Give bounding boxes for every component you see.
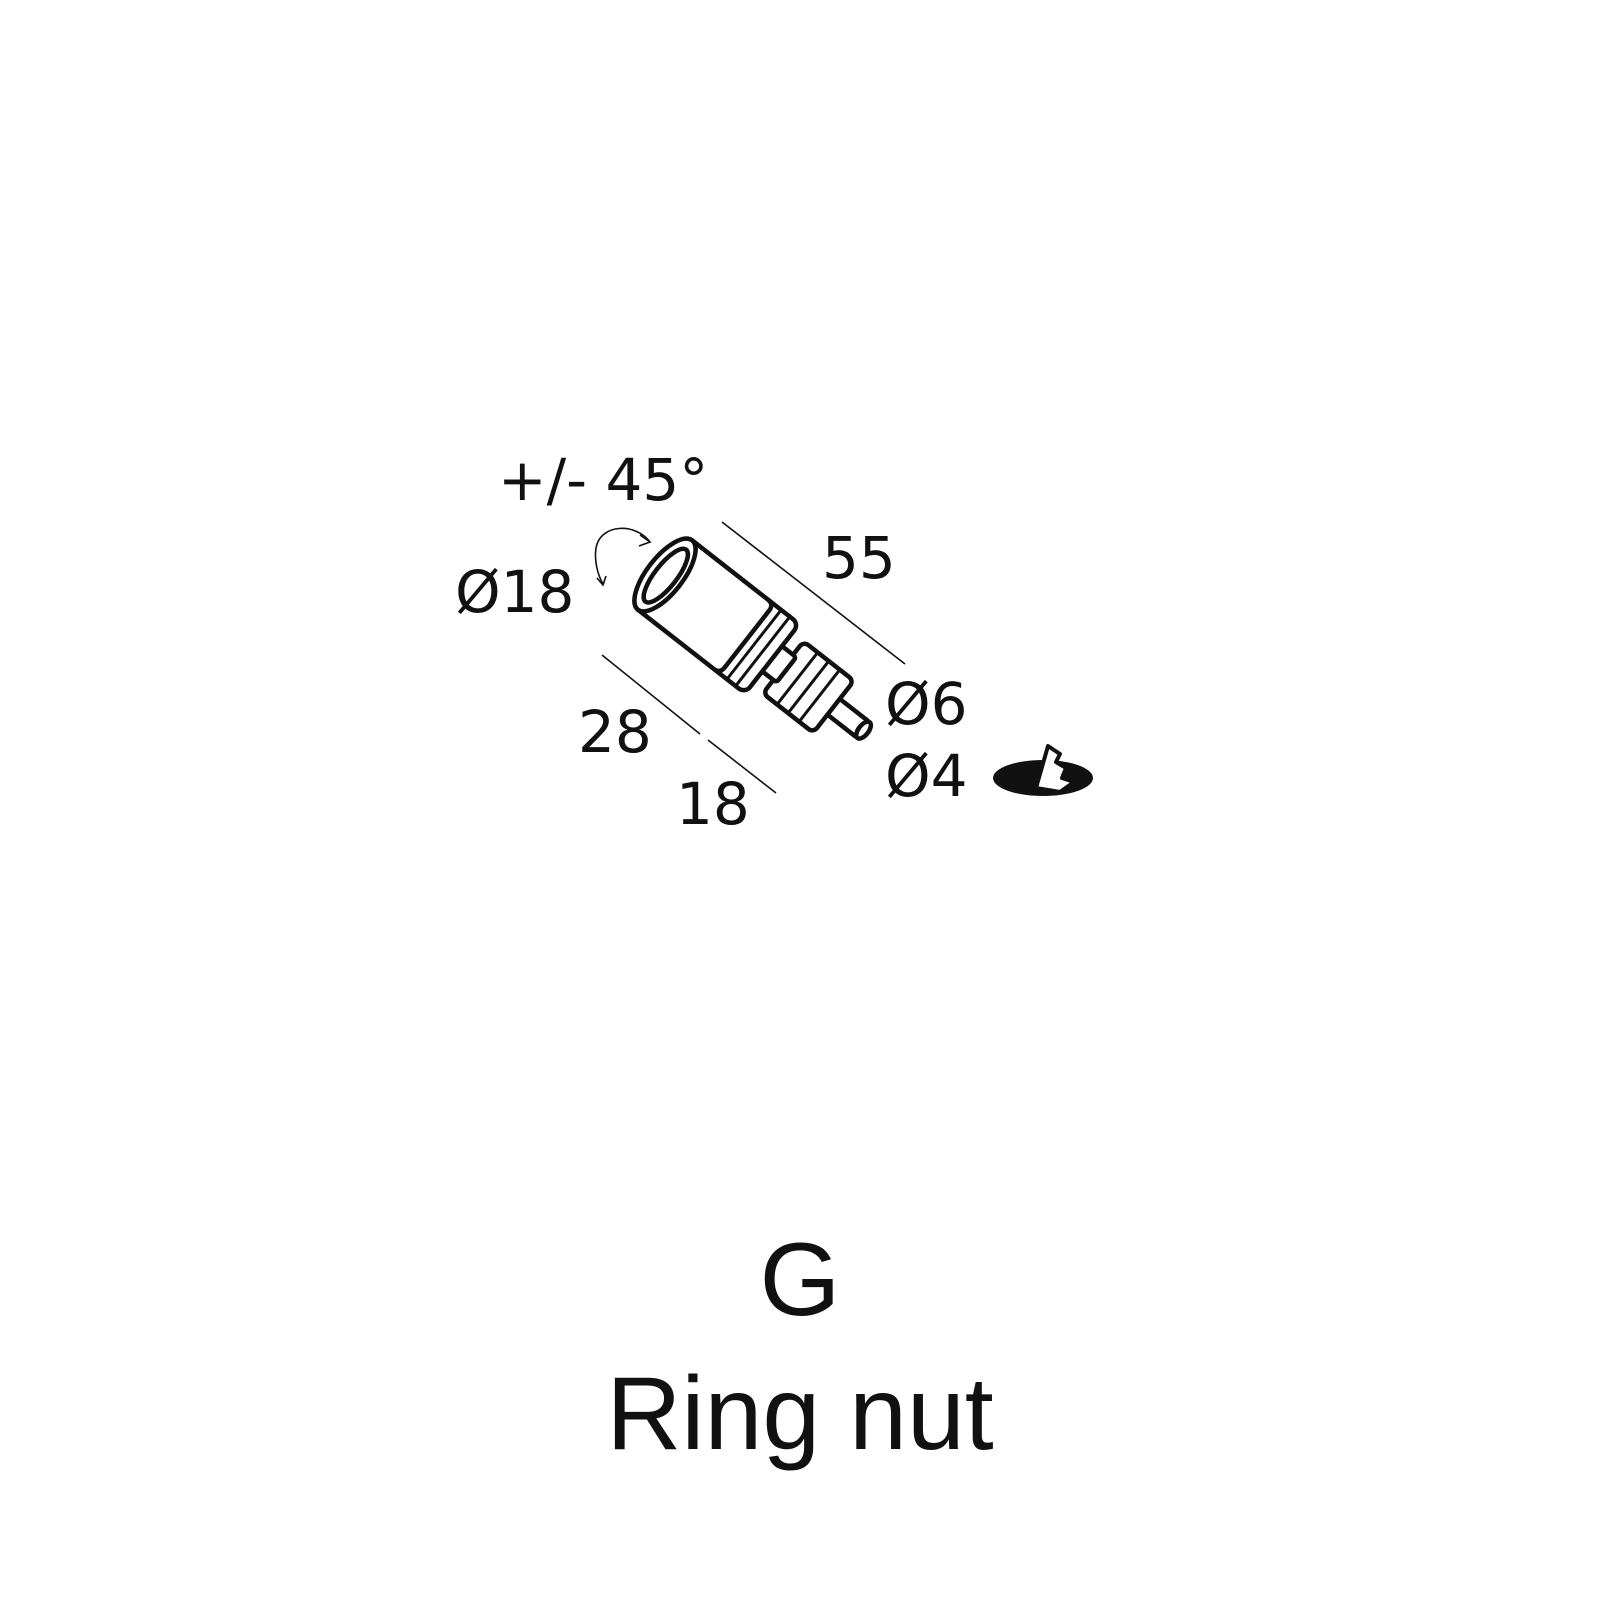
head-diameter-label: Ø18 — [455, 558, 574, 626]
collar-groove — [786, 660, 830, 714]
rotation-arrow-icon — [594, 527, 652, 587]
head-length-label: 28 — [578, 698, 652, 766]
ring-nut-groove — [734, 615, 791, 687]
ring-nut-drawing — [632, 536, 874, 741]
recessed-mounting-icon — [993, 744, 1093, 796]
collar-groove — [797, 668, 841, 723]
ring-nut-groove — [725, 608, 783, 681]
rotation-angle-label: +/- 45° — [498, 446, 708, 514]
head-lens — [641, 546, 691, 605]
pin-end — [854, 719, 874, 741]
product-code: G — [759, 1222, 841, 1338]
collar-groove — [775, 651, 819, 706]
cut-plaster-edge — [1034, 744, 1076, 794]
pin-diameter-label: Ø4 — [885, 742, 968, 810]
shaft-diameter-label: Ø6 — [885, 670, 968, 738]
product-name: Ring nut — [606, 1356, 994, 1472]
overall-length-label: 55 — [822, 524, 896, 592]
collar-length-label: 18 — [676, 770, 750, 838]
overall-length-dimension-line — [721, 521, 906, 665]
head-length-dimension-line — [601, 654, 701, 735]
collar-length-dimension-line — [707, 739, 777, 794]
